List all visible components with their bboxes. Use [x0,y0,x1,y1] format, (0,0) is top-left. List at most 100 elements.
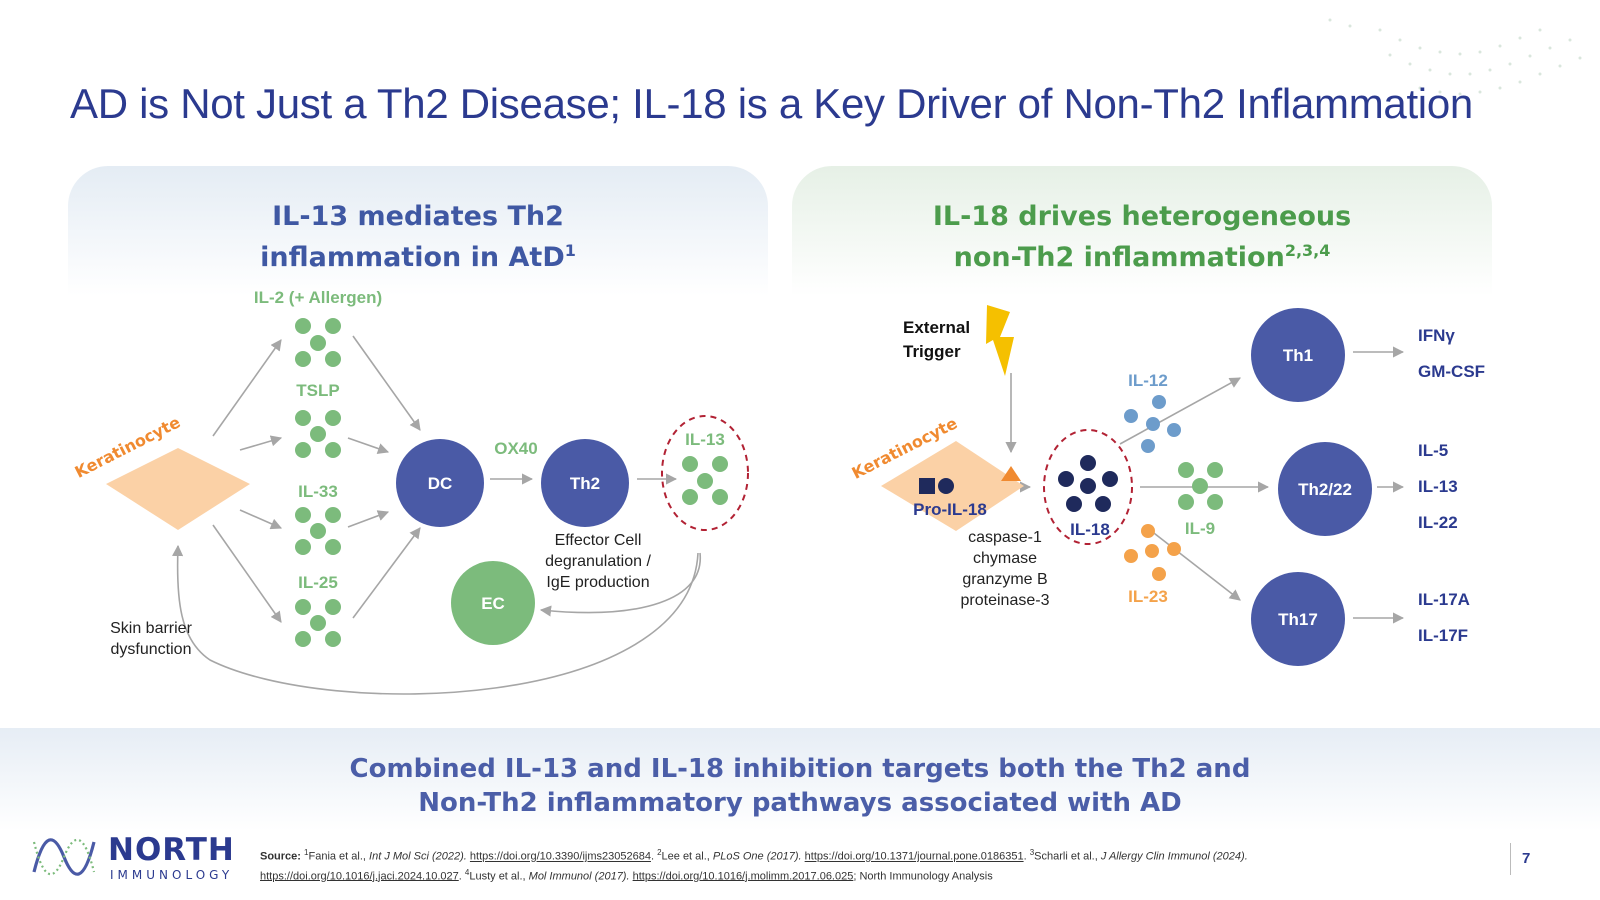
slide-title: AD is Not Just a Th2 Disease; IL-18 is a… [70,80,1473,127]
decorative-dot-wave [1328,18,1582,96]
il2-label: IL-2 (+ Allergen) [254,288,382,307]
page-number: 7 [1522,850,1531,867]
external-line2: Trigger [903,342,961,361]
north-immunology-logo: NORTH IMMUNOLOGY [30,832,240,882]
s4-text: Lusty et al., [469,870,529,883]
s3-journal: J Allergy Clin Immunol [1100,850,1210,863]
tslp-cluster [295,410,341,458]
s3-year: (2024). [1212,850,1248,863]
source-tail: ; North Immunology Analysis [853,870,993,883]
skin-line1: Skin barrier [110,620,192,637]
s3-link[interactable]: https://doi.org/10.1016/j.jaci.2024.10.0… [260,870,459,883]
output-il17a: IL-17A [1418,590,1470,609]
left-panel-heading: IL-13 mediates Th2 inflammation in AtD1 [68,200,768,275]
il23-label: IL-23 [1128,587,1168,606]
s2-journal: PLoS One (2017). [712,850,802,863]
il25-cluster [295,599,341,647]
th222-cell [1278,442,1372,536]
enzyme-chymase: chymase [973,550,1037,567]
il33-label: IL-33 [298,482,338,501]
output-il5: IL-5 [1418,441,1448,460]
logo-word: NORTH [108,832,235,868]
enzyme-granzyme: granzyme B [962,571,1047,588]
enzyme-proteinase: proteinase-3 [961,592,1050,609]
s1-link[interactable]: https://doi.org/10.3390/ijms23052684 [469,850,651,863]
il12-label: IL-12 [1128,371,1168,390]
s3-text: Scharli et al., [1034,850,1101,863]
s3-sup: 3 [1029,848,1035,857]
output-gmcsf: GM-CSF [1418,362,1485,381]
il18-dashed-circle [1043,429,1133,545]
effector-line1: Effector Cell [555,532,642,549]
th222-label: Th2/22 [1298,480,1352,499]
th1-label: Th1 [1283,346,1313,365]
th17-label: Th17 [1278,610,1318,629]
s4-link[interactable]: https://doi.org/10.1016/j.molimm.2017.06… [632,870,854,883]
output-il13: IL-13 [1418,477,1458,496]
ec-label: EC [481,594,505,613]
summary-line2: Non-Th2 inflammatory pathways associated… [418,788,1182,818]
pro-il18-circle-icon [938,478,954,494]
tslp-label: TSLP [296,381,339,400]
cytokine-outputs: IFNγ GM-CSF IL-5 IL-13 IL-22 IL-17A IL-1… [1418,326,1485,645]
effector-line2: degranulation / [545,553,651,570]
right-heading-line1: IL-18 drives heterogeneous [932,201,1352,232]
left-arrows [172,335,701,695]
external-line1: External [903,318,970,337]
il13-label-left: IL-13 [685,430,725,449]
il9-label: IL-9 [1185,519,1215,538]
external-trigger-text: External Trigger [903,318,970,361]
right-heading-line2: non-Th2 inflammation [953,242,1285,273]
left-heading-sup: 1 [564,241,576,260]
logo-sub: IMMUNOLOGY [110,868,234,882]
left-panel-header: IL-13 mediates Th2 inflammation in AtD1 [68,166,768,296]
source-footnote: Source: 1Fania et al., Int J Mol Sci (20… [260,848,1248,883]
source-label: Source: [260,850,301,863]
keratinocyte-diamond-left [106,448,250,530]
il13-cluster-left [682,456,728,505]
pro-il18-label: Pro-IL-18 [913,500,987,519]
s2-text: Lee et al., [661,850,713,863]
s2-sup: 2 [657,848,662,857]
il2-cluster [295,318,341,367]
s4-sup: 4 [464,867,470,877]
left-heading-line1: IL-13 mediates Th2 [272,201,564,232]
right-panel-heading: IL-18 drives heterogeneous non-Th2 infla… [792,200,1492,275]
il18-label: IL-18 [1070,520,1110,539]
il25-label: IL-25 [298,573,338,592]
th2-label-left: Th2 [570,474,600,493]
right-panel-header: IL-18 drives heterogeneous non-Th2 infla… [792,166,1492,296]
s1-sup: 1 [304,848,309,857]
bottom-band [0,728,1600,900]
output-il17f: IL-17F [1418,626,1468,645]
ec-cell [451,561,535,645]
s1-journal: Int J Mol Sci (2022). [369,850,467,863]
th17-cell [1251,572,1345,666]
s2-link[interactable]: https://doi.org/10.1371/journal.pone.018… [804,850,1024,863]
il9-cluster [1178,462,1223,510]
il18-cluster [1058,455,1118,512]
s4-journal: Mol Immunol (2017). [528,870,630,883]
il13-dashed-circle [661,415,749,531]
right-heading-sup: 2,3,4 [1284,241,1331,260]
summary-line1: Combined IL-13 and IL-18 inhibition targ… [349,754,1251,784]
skin-barrier-text: Skin barrier dysfunction [110,620,192,658]
th2-cell-left [541,439,629,527]
effector-line3: IgE production [546,574,649,591]
left-heading-line2: inflammation in AtD [260,242,565,273]
il23-cluster [1124,524,1181,581]
cleavage-triangle-icon [1001,466,1021,481]
summary-statement: Combined IL-13 and IL-18 inhibition targ… [0,752,1600,820]
th1-cell [1251,308,1345,402]
output-il22: IL-22 [1418,513,1458,532]
lightning-icon [986,305,1014,376]
pro-il18-square-icon [919,478,935,494]
output-ifng: IFNγ [1418,326,1455,345]
enzymes-text: caspase-1 chymase granzyme B proteinase-… [961,529,1050,609]
skin-line2: dysfunction [111,641,192,658]
il12-cluster [1124,395,1181,453]
logo-helix-icon [32,838,96,876]
ox40-label: OX40 [494,439,537,458]
s1-text: Fania et al., [308,850,370,863]
